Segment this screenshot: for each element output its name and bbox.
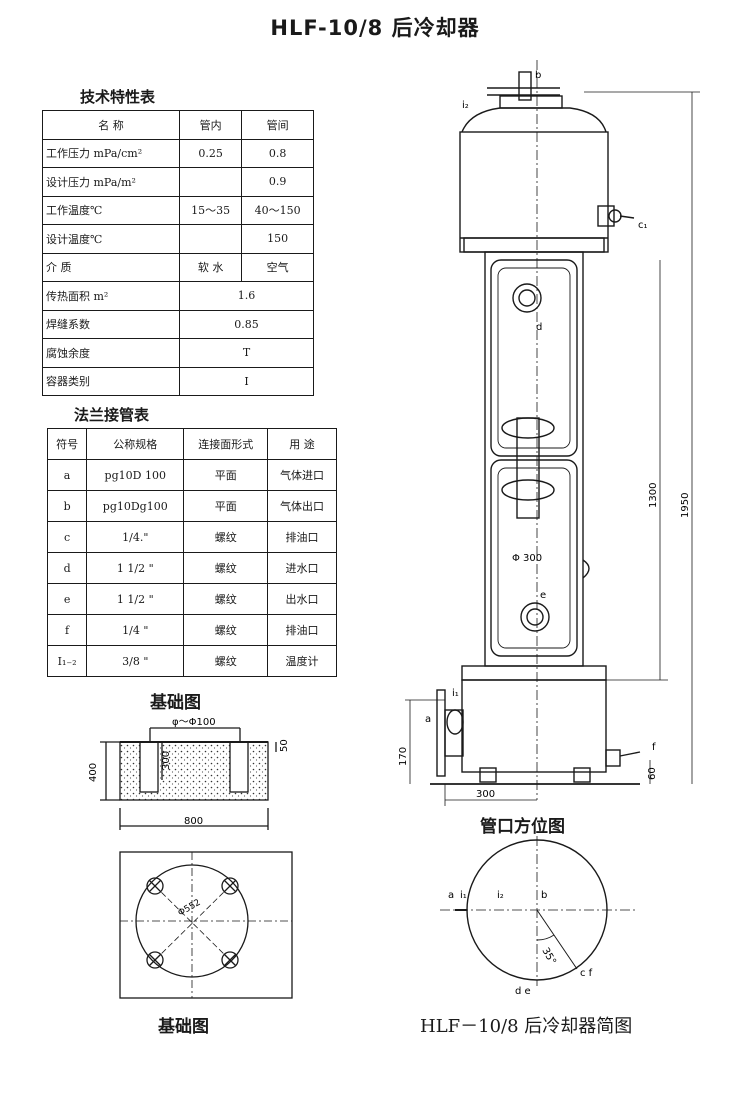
foundation-plan [119, 851, 293, 999]
foundation-title-top: 基础图 [150, 693, 201, 713]
tech-header-cell: 管内 [178, 110, 243, 140]
tech-name-cell: 工作压力 mPa/cm² [42, 138, 180, 168]
flange-spec-cell: 1/4." [86, 521, 185, 553]
flange-spec-cell: 1 1/2 " [86, 583, 185, 615]
flange-sym-cell: e [46, 583, 88, 615]
table-row: 设计压力 mPa/m² 0.9 [42, 167, 314, 197]
label-b-top: b [535, 70, 541, 81]
footer-caption: HLF－10/8 后冷却器简图 [420, 1016, 633, 1037]
port-label-de: d e [515, 986, 531, 997]
flange-table-heading: 法兰接管表 [74, 406, 150, 424]
port-label-cf: c f [580, 968, 593, 979]
flange-sym-cell: I₁₋₂ [46, 645, 88, 677]
label-e: e [540, 590, 546, 601]
flange-sym-cell: a [46, 459, 88, 491]
tech-inner-cell: 15～35 [178, 195, 243, 225]
label-a: a [425, 714, 431, 725]
port-orientation [440, 836, 635, 986]
cooler-elevation [405, 60, 700, 806]
dim-phi100: φ～Φ100 [172, 717, 216, 728]
dim-1950: 1950 [680, 493, 691, 518]
tech-merged-cell: 0.85 [179, 309, 314, 339]
foundation-title-bottom: 基础图 [158, 1017, 209, 1037]
tech-merged-cell: I [179, 366, 314, 396]
flange-use-cell: 气体进口 [267, 459, 337, 491]
port-label-a: a [448, 890, 454, 901]
tech-name-cell: 焊缝系数 [42, 309, 180, 339]
flange-sym-cell: b [46, 490, 88, 522]
port-diagram-title: 管口方位图 [480, 817, 565, 837]
flange-spec-cell: 1/4 " [86, 614, 185, 646]
dim-50: 50 [279, 739, 290, 752]
dim-400: 400 [88, 763, 99, 782]
tech-name-cell: 工作温度℃ [42, 195, 180, 225]
flange-face-cell: 平面 [183, 459, 269, 491]
dim-300-foundation: 300 [161, 751, 172, 770]
tech-inner-cell: 0.25 [178, 138, 243, 168]
tech-outer-cell: 40～150 [241, 195, 314, 225]
port-label-i1: i₁ [460, 890, 467, 901]
tech-outer-cell: 0.9 [241, 167, 314, 197]
port-label-angle: 35° [539, 946, 557, 967]
flange-spec-cell: pg10Dg100 [86, 490, 185, 522]
label-phi300: Φ 300 [512, 553, 542, 564]
table-row: 设计温度℃ 150 [42, 224, 314, 254]
foundation-section [100, 727, 277, 830]
dim-170: 170 [398, 747, 409, 766]
flange-use-cell: 排油口 [267, 521, 337, 553]
label-i2: i₂ [462, 100, 469, 111]
dim-1300: 1300 [648, 483, 659, 508]
flange-use-cell: 出水口 [267, 583, 337, 615]
flange-sym-cell: f [46, 614, 88, 646]
label-d: d [536, 322, 542, 333]
flange-use-cell: 进水口 [267, 552, 337, 584]
port-label-i2: i₂ [497, 890, 504, 901]
flange-face-cell: 螺纹 [183, 645, 269, 677]
tech-outer-cell: 0.8 [241, 138, 314, 168]
label-f: f [652, 742, 656, 753]
tech-name-cell: 容器类别 [42, 366, 180, 396]
page-title: HLF-10/8 后冷却器 [270, 16, 480, 40]
tech-name-cell: 设计温度℃ [42, 224, 180, 254]
tech-outer-cell: 150 [241, 224, 314, 254]
dim-800: 800 [184, 816, 203, 827]
flange-sym-cell: c [46, 521, 88, 553]
port-label-b: b [541, 890, 547, 901]
flange-use-cell: 排油口 [267, 614, 337, 646]
flange-spec-cell: 3/8 " [86, 645, 185, 677]
flange-header-cell: 符号 [46, 428, 88, 460]
label-i1: i₁ [452, 688, 459, 699]
flange-sym-cell: d [46, 552, 88, 584]
label-c1: c₁ [638, 220, 648, 231]
dim-300: 300 [476, 789, 495, 800]
tech-table-heading: 技术特性表 [80, 88, 156, 106]
tech-name-cell: 传热面积 m² [42, 281, 180, 311]
dim-552: Φ552 [177, 898, 203, 919]
tech-outer-cell: 空气 [241, 252, 314, 282]
dim-60: 60 [647, 767, 658, 780]
flange-use-cell: 温度计 [267, 645, 337, 677]
flange-face-cell: 螺纹 [183, 521, 269, 553]
tech-name-cell: 设计压力 mPa/m² [42, 167, 180, 197]
table-row: 介 质软 水空气 [42, 252, 314, 282]
